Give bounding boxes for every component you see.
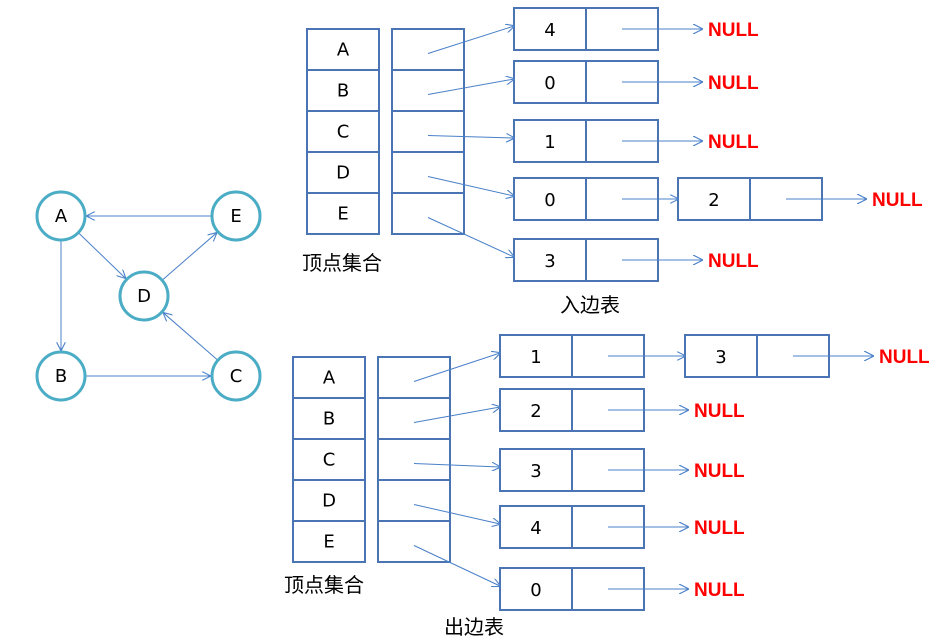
out-node-value-a-1: 3 <box>715 347 726 368</box>
out-vertex-caption: 顶点集合 <box>284 573 364 597</box>
node-label-a: A <box>55 206 68 227</box>
in-pointer-cell-d <box>391 151 465 194</box>
out-vertex-cell-d <box>292 479 366 522</box>
out-vertex-label-a: A <box>323 368 336 389</box>
out-node-value-d-0: 4 <box>530 518 541 539</box>
out-table-caption: 出边表 <box>444 615 504 639</box>
in-pointer-cell-b <box>391 69 465 112</box>
in-node-value-d-0: 0 <box>544 190 555 211</box>
out-vertex-cell-c <box>292 438 366 481</box>
edge-d-e <box>161 233 216 281</box>
in-pointer-cell-e <box>391 192 465 235</box>
in-node-index-a-0 <box>513 7 587 51</box>
in-node-value-a-0: 4 <box>544 20 555 41</box>
in-vertex-cell-e <box>306 192 380 235</box>
in-vertex-label-b: B <box>337 81 349 102</box>
in-head-arrow-a <box>427 26 514 54</box>
out-node-value-b-0: 2 <box>530 401 541 422</box>
in-head-arrow-c <box>427 136 514 139</box>
node-b <box>35 350 87 402</box>
out-null-label-c: NULL <box>694 461 745 482</box>
directed-graph: A B C D E <box>35 190 262 402</box>
in-node-value-d-1: 2 <box>708 190 719 211</box>
out-vertex-cell-b <box>292 397 366 440</box>
in-vertex-label-d: D <box>336 163 350 184</box>
in-pointer-cell-a <box>391 28 465 71</box>
node-label-e: E <box>230 206 241 227</box>
in-null-label-d: NULL <box>872 190 923 211</box>
node-label-c: C <box>230 366 243 387</box>
out-vertex-label-c: C <box>323 450 336 471</box>
in-null-label-e: NULL <box>708 251 759 272</box>
node-a <box>35 190 87 242</box>
out-head-arrow-b <box>413 407 500 423</box>
edge-c-d <box>164 313 219 361</box>
out-vertex-cell-e <box>292 520 366 563</box>
out-node-value-c-0: 3 <box>530 461 541 482</box>
out-null-label-e: NULL <box>694 580 745 601</box>
node-label-b: B <box>55 366 67 387</box>
in-vertex-cell-b <box>306 69 380 112</box>
out-vertex-label-d: D <box>322 491 336 512</box>
out-pointer-cell-c <box>377 438 451 481</box>
in-vertex-cell-d <box>306 151 380 194</box>
out-node-index-e-0 <box>499 567 573 611</box>
edge-a-d <box>77 232 125 278</box>
out-pointer-cell-b <box>377 397 451 440</box>
in-head-arrow-b <box>427 79 514 95</box>
in-null-label-c: NULL <box>708 132 759 153</box>
node-d <box>118 270 170 322</box>
in-pointer-cell-c <box>391 110 465 153</box>
out-node-value-a-0: 1 <box>530 347 541 368</box>
in-vertex-label-c: C <box>337 122 350 143</box>
out-vertex-label-e: E <box>323 532 334 553</box>
out-head-arrow-a <box>413 353 500 382</box>
out-head-arrow-c <box>413 464 500 468</box>
out-vertex-cell-a <box>292 356 366 399</box>
out-head-arrow-e <box>413 545 500 587</box>
out-pointer-cell-e <box>377 520 451 563</box>
out-null-label-a: NULL <box>879 347 930 368</box>
in-vertex-label-e: E <box>337 204 348 225</box>
out-pointer-cell-a <box>377 356 451 399</box>
in-head-arrow-e <box>427 217 514 258</box>
out-null-label-d: NULL <box>694 518 745 539</box>
in-node-index-d-1 <box>677 177 751 221</box>
out-pointer-cell-d <box>377 479 451 522</box>
in-vertex-label-a: A <box>337 40 350 61</box>
in-null-label-b: NULL <box>708 73 759 94</box>
in-vertex-caption: 顶点集合 <box>302 251 382 275</box>
in-null-label-a: NULL <box>708 20 759 41</box>
in-head-arrow-d <box>427 176 514 197</box>
in-node-index-d-0 <box>513 177 587 221</box>
in-node-value-c-0: 1 <box>544 132 555 153</box>
out-node-index-c-0 <box>499 448 573 492</box>
in-node-value-e-0: 3 <box>544 251 555 272</box>
in-node-value-b-0: 0 <box>544 73 555 94</box>
out-head-arrow-d <box>413 504 500 525</box>
node-e <box>210 190 262 242</box>
out-vertex-label-b: B <box>323 409 335 430</box>
in-vertex-cell-a <box>306 28 380 71</box>
in-table-caption: 入边表 <box>560 293 620 317</box>
out-node-value-e-0: 0 <box>530 580 541 601</box>
node-label-d: D <box>137 286 151 307</box>
out-null-label-b: NULL <box>694 401 745 422</box>
node-c <box>210 350 262 402</box>
